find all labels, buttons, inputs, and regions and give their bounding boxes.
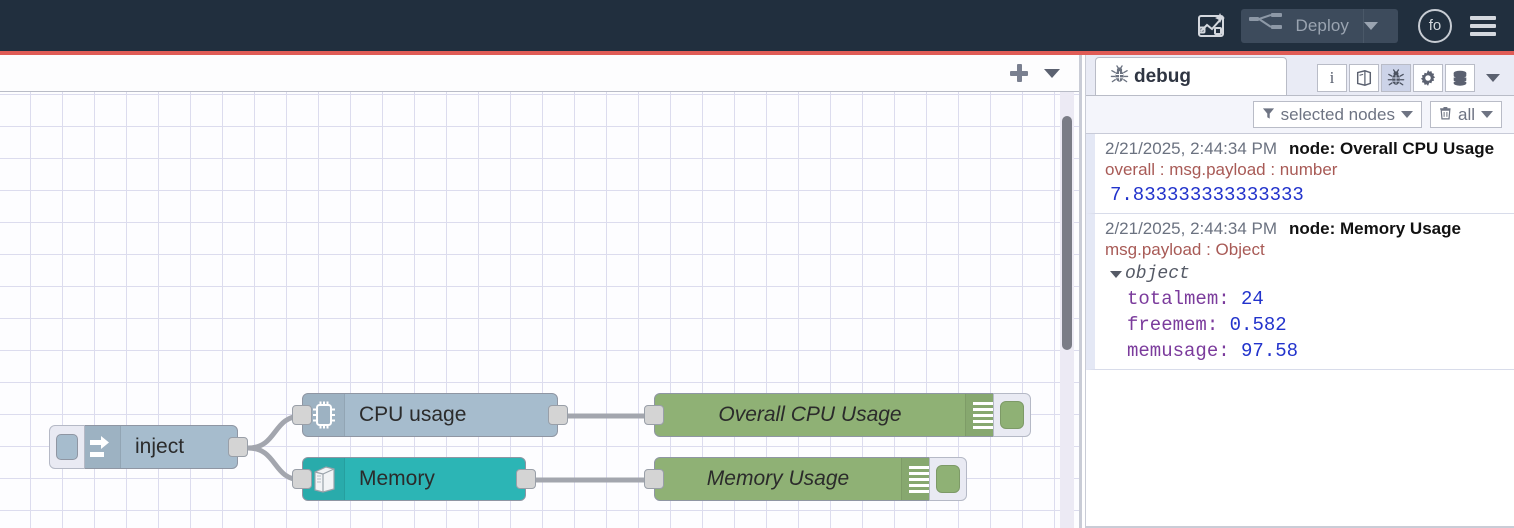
canvas-right-divider	[1079, 55, 1082, 528]
chevron-down-icon[interactable]	[1486, 74, 1500, 82]
avatar[interactable]: fo	[1418, 8, 1452, 43]
deploy-label: Deploy	[1295, 15, 1349, 35]
sidebar-tab-row: debug i	[1086, 55, 1514, 96]
message-source-node: node: Overall CPU Usage	[1289, 139, 1495, 158]
top-header-bar: Deploy fo	[0, 0, 1514, 51]
clear-label: all	[1457, 104, 1475, 124]
node-filter-label: selected nodes	[1280, 104, 1395, 124]
object-property-row: totalmem: 24	[1127, 288, 1264, 310]
cpu-chip-icon	[303, 394, 345, 436]
chevron-down-icon[interactable]	[1044, 68, 1060, 78]
debug-enable-toggle[interactable]	[993, 393, 1031, 437]
input-port[interactable]	[644, 405, 664, 425]
chevron-down-icon	[1481, 111, 1493, 118]
inject-arrow-icon	[79, 426, 121, 468]
trash-icon	[1439, 105, 1452, 125]
tab-label: debug	[1134, 65, 1191, 87]
object-property-row: memusage: 97.58	[1127, 340, 1299, 362]
object-property-row: freemem: 0.582	[1127, 314, 1287, 336]
input-port[interactable]	[644, 469, 664, 489]
node-label: CPU usage	[359, 403, 467, 426]
message-topic: msg.payload : Object	[1105, 240, 1265, 259]
debug-message-list[interactable]: 2/21/2025, 2:44:34 PM node: Overall CPU …	[1086, 134, 1514, 526]
chevron-down-icon[interactable]	[1364, 21, 1378, 30]
input-port[interactable]	[292, 469, 312, 489]
inject-trigger-button[interactable]	[49, 425, 85, 469]
sidebar-filter-row: selected nodes all	[1086, 96, 1514, 134]
chevron-down-icon	[1400, 111, 1413, 118]
deploy-node-icon	[1249, 12, 1283, 39]
caret-down-icon	[1110, 270, 1122, 278]
property-key: freemem	[1127, 314, 1207, 336]
message-timestamp: 2/21/2025, 2:44:34 PM	[1105, 219, 1278, 238]
bug-icon	[1110, 64, 1129, 89]
flow-sparkle-icon[interactable]	[1191, 6, 1231, 46]
message-source-node: node: Memory Usage	[1289, 219, 1461, 238]
deploy-button[interactable]: Deploy	[1241, 8, 1398, 43]
flow-node-overall-cpu-usage-debug[interactable]: Overall CPU Usage	[644, 393, 1031, 437]
output-port[interactable]	[228, 437, 248, 457]
canvas-scrollbar-thumb[interactable]	[1062, 116, 1072, 350]
output-port[interactable]	[516, 469, 536, 489]
config-gear-icon[interactable]	[1413, 64, 1443, 92]
avatar-initials: fo	[1428, 17, 1442, 34]
header-accent-bar	[0, 51, 1514, 55]
property-value: 24	[1241, 288, 1264, 310]
input-port[interactable]	[292, 405, 312, 425]
node-label: inject	[135, 435, 185, 458]
object-root-label: object	[1125, 264, 1190, 284]
object-expander[interactable]: object	[1105, 264, 1506, 284]
debug-message[interactable]: 2/21/2025, 2:44:34 PM node: Memory Usage…	[1086, 214, 1514, 370]
debug-bug-icon[interactable]	[1381, 64, 1411, 92]
info-icon[interactable]: i	[1317, 64, 1347, 92]
message-header: 2/21/2025, 2:44:34 PM node: Memory Usage	[1105, 219, 1506, 239]
message-value: 7.833333333333333	[1110, 184, 1304, 206]
library-book-icon[interactable]	[1349, 64, 1379, 92]
canvas-toolbar	[0, 55, 1082, 92]
node-label: Memory	[359, 467, 435, 490]
property-key: totalmem	[1127, 288, 1219, 310]
sidebar-tool-buttons: i	[1315, 64, 1514, 92]
flow-canvas-column: inject CPU us	[0, 55, 1082, 528]
message-topic: overall : msg.payload : number	[1105, 160, 1338, 179]
context-data-icon[interactable]	[1445, 64, 1475, 92]
clear-messages-dropdown[interactable]: all	[1429, 101, 1502, 128]
debug-enable-toggle[interactable]	[929, 457, 967, 501]
property-value: 97.58	[1241, 340, 1299, 362]
node-label: Memory Usage	[706, 467, 850, 490]
tab-debug[interactable]: debug	[1095, 57, 1287, 95]
flow-canvas[interactable]: inject CPU us	[0, 92, 1082, 528]
plus-icon[interactable]	[1002, 56, 1036, 90]
property-value: 0.582	[1229, 314, 1287, 336]
flow-node-memory[interactable]: Memory	[292, 457, 536, 501]
message-timestamp: 2/21/2025, 2:44:34 PM	[1105, 139, 1278, 158]
hamburger-menu-icon[interactable]	[1470, 15, 1496, 36]
output-port[interactable]	[548, 405, 568, 425]
flow-node-memory-usage-debug[interactable]: Memory Usage	[644, 457, 967, 501]
property-key: memusage	[1127, 340, 1219, 362]
funnel-icon	[1262, 105, 1275, 125]
flow-node-inject[interactable]: inject	[49, 425, 248, 469]
message-header: 2/21/2025, 2:44:34 PM node: Overall CPU …	[1105, 139, 1506, 159]
node-label: Overall CPU Usage	[718, 403, 902, 426]
flow-node-cpu-usage[interactable]: CPU usage	[292, 393, 568, 437]
deploy-separator	[1363, 8, 1364, 43]
sidebar-bottom-divider	[1086, 526, 1514, 528]
debug-message[interactable]: 2/21/2025, 2:44:34 PM node: Overall CPU …	[1086, 134, 1514, 214]
node-filter-dropdown[interactable]: selected nodes	[1252, 101, 1422, 128]
sidebar-panel: debug i	[1085, 55, 1514, 528]
